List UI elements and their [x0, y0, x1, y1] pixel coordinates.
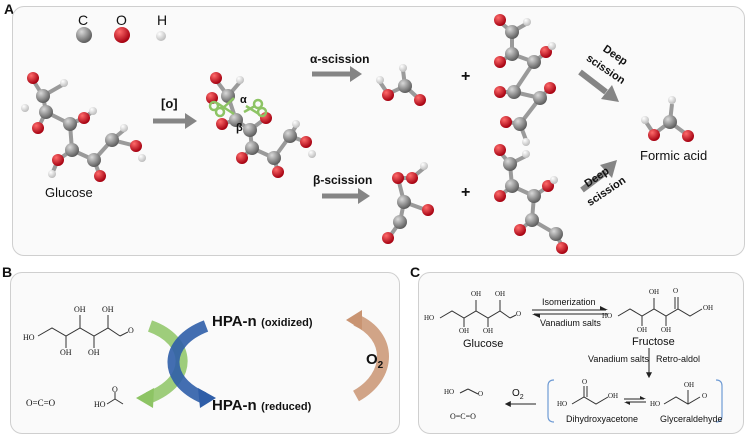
- c-glucose-oh-1: OH: [471, 290, 482, 298]
- gly-oh: OH: [684, 381, 695, 389]
- dihydroxyacetone-label: Dihydroxyacetone: [566, 414, 639, 424]
- legend-oxygen-label: O: [116, 12, 127, 28]
- legend-hydrogen-atom: [156, 31, 166, 41]
- legend-carbon-label: C: [78, 12, 89, 28]
- glucose-o: O: [128, 326, 134, 335]
- hpa-reduced-label: HPA-n (reduced): [212, 397, 311, 415]
- deep-scission-arrow-bottom: [580, 169, 608, 193]
- panel-b: [10, 272, 400, 434]
- glucose-label: Glucose: [45, 185, 93, 200]
- o2-label-b: O2: [366, 351, 383, 371]
- c-glucose-oh-3: OH: [459, 327, 470, 335]
- hpa-oxidized-main: HPA-n: [212, 313, 257, 330]
- beta-scission-label: β-scission: [313, 173, 373, 187]
- panel-c: [418, 272, 744, 434]
- legend-carbon-atom: [76, 27, 92, 43]
- fructose-oh-2: OH: [703, 304, 714, 312]
- plus-sign-top: +: [461, 68, 471, 85]
- hpa-oxidized-label: HPA-n (oxidized): [212, 313, 313, 331]
- panel-a: [12, 6, 745, 256]
- vanadium-salts-label: Vanadium salts: [588, 354, 649, 364]
- tan-curved-arrow: [352, 314, 389, 402]
- c-glucose-oh-4: OH: [483, 327, 494, 335]
- fructose-oh-4: OH: [661, 326, 672, 334]
- alpha-mark: α: [240, 94, 247, 106]
- fructose-oh-3: OH: [637, 326, 648, 334]
- isomerization-label: Isomerization: [542, 297, 596, 307]
- dha-oh: OH: [608, 392, 619, 400]
- glyceraldehyde-label: Glyceraldehyde: [660, 414, 723, 424]
- panel-a-label: A: [4, 1, 15, 17]
- panel-b-label: B: [2, 264, 13, 280]
- fructose-ho: HO: [602, 312, 613, 320]
- formic-acid-o: O: [112, 385, 118, 394]
- retro-aldol-label: Retro-aldol: [656, 354, 701, 364]
- dha-ho: HO: [557, 400, 568, 408]
- legend-hydrogen-label: H: [157, 12, 168, 28]
- alpha-scission-label: α-scission: [310, 52, 370, 66]
- c-glucose-oh-2: OH: [495, 290, 506, 298]
- oxidation-label: [o]: [161, 96, 178, 111]
- blue-curved-arrow: [167, 320, 209, 404]
- c-glucose-o: O: [516, 310, 522, 318]
- glucose-skeletal: [37, 315, 129, 348]
- deep-scission-arrow-top: [578, 69, 608, 95]
- plus-sign-bottom: +: [461, 184, 471, 201]
- dha-o: O: [582, 378, 588, 386]
- o2-b-sub: 2: [377, 360, 384, 371]
- glucose-ho: HO: [23, 333, 35, 342]
- scissors-icon: [208, 97, 268, 118]
- green-curved-arrow: [145, 320, 188, 404]
- c-formic-o: O: [478, 390, 484, 398]
- fructose-oh-1: OH: [649, 288, 660, 296]
- hpa-reduced-sub: (reduced): [261, 401, 312, 413]
- formic-acid-ho: HO: [94, 400, 106, 409]
- beta-mark: β: [236, 122, 243, 134]
- glucose-atoms: [21, 72, 146, 182]
- c-formic-ho: HO: [444, 388, 455, 396]
- glucose-oh-2: OH: [102, 305, 114, 314]
- vanadium-salts-reverse-label: Vanadium salts: [540, 318, 601, 328]
- gly-ho: HO: [650, 400, 661, 408]
- glucose-oh-4: OH: [88, 348, 100, 357]
- hpa-reduced-main: HPA-n: [212, 397, 257, 414]
- panel-c-label: C: [410, 264, 421, 280]
- c-glucose-label: Glucose: [463, 338, 504, 350]
- fructose-o: O: [673, 287, 679, 295]
- gly-o: O: [702, 392, 708, 400]
- co2-label: O=C=O: [26, 398, 56, 408]
- o2-c-sub: 2: [519, 394, 524, 401]
- o2-c-main: O: [512, 388, 520, 399]
- hpa-oxidized-sub: (oxidized): [261, 317, 313, 329]
- c-co2-label: O=C=O: [450, 412, 476, 421]
- fructose-label: Fructose: [632, 336, 675, 348]
- formic-acid-label: Formic acid: [640, 148, 708, 163]
- c-glucose-ho: HO: [424, 314, 435, 322]
- legend-oxygen-atom: [114, 27, 130, 43]
- o2-b-main: O: [366, 351, 378, 368]
- glucose-oh-3: OH: [60, 348, 72, 357]
- o2-label-c: O2: [512, 388, 524, 401]
- glucose-oh-1: OH: [74, 305, 86, 314]
